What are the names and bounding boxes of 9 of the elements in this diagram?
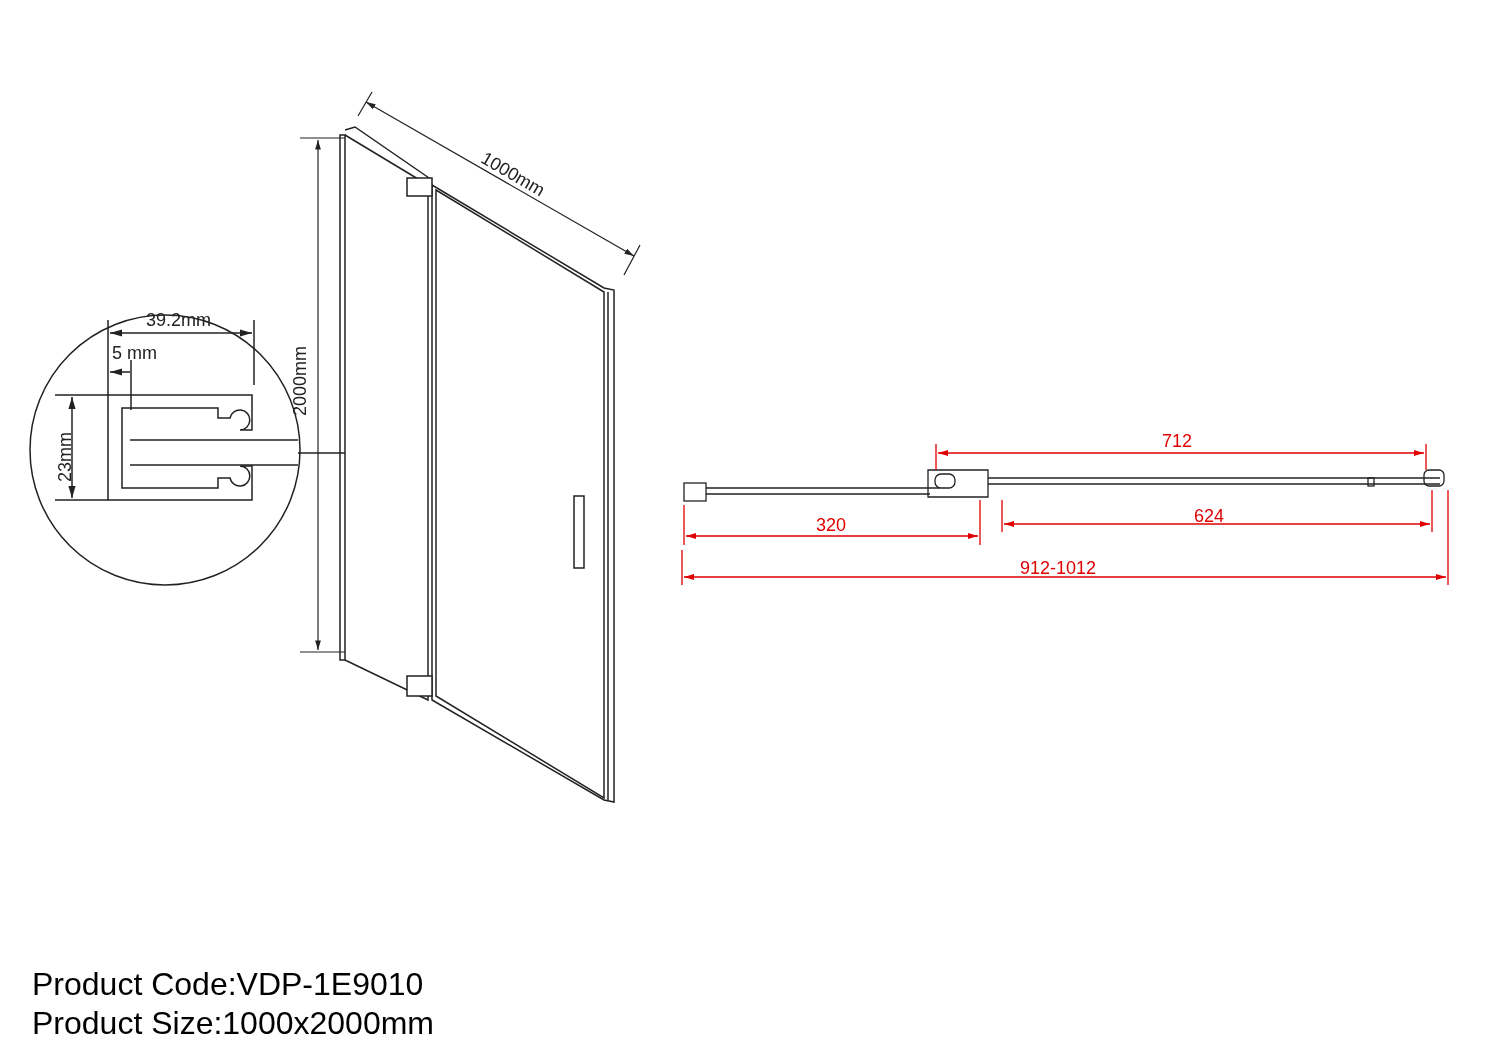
dimension-label: 2000mm (291, 346, 309, 416)
dimension-label: 320 (816, 516, 847, 534)
dimension-label: 23mm (56, 432, 74, 482)
product-info-text: Product Size:1000x2000mm (32, 1007, 434, 1039)
dimension-label: 712 (1162, 432, 1193, 450)
dimension-label: 5 mm (112, 344, 157, 362)
product-info-text: Product Code:VDP-1E9010 (32, 968, 424, 1000)
dimension-label: 624 (1194, 507, 1225, 525)
dimension-label: 912-1012 (1020, 559, 1097, 577)
